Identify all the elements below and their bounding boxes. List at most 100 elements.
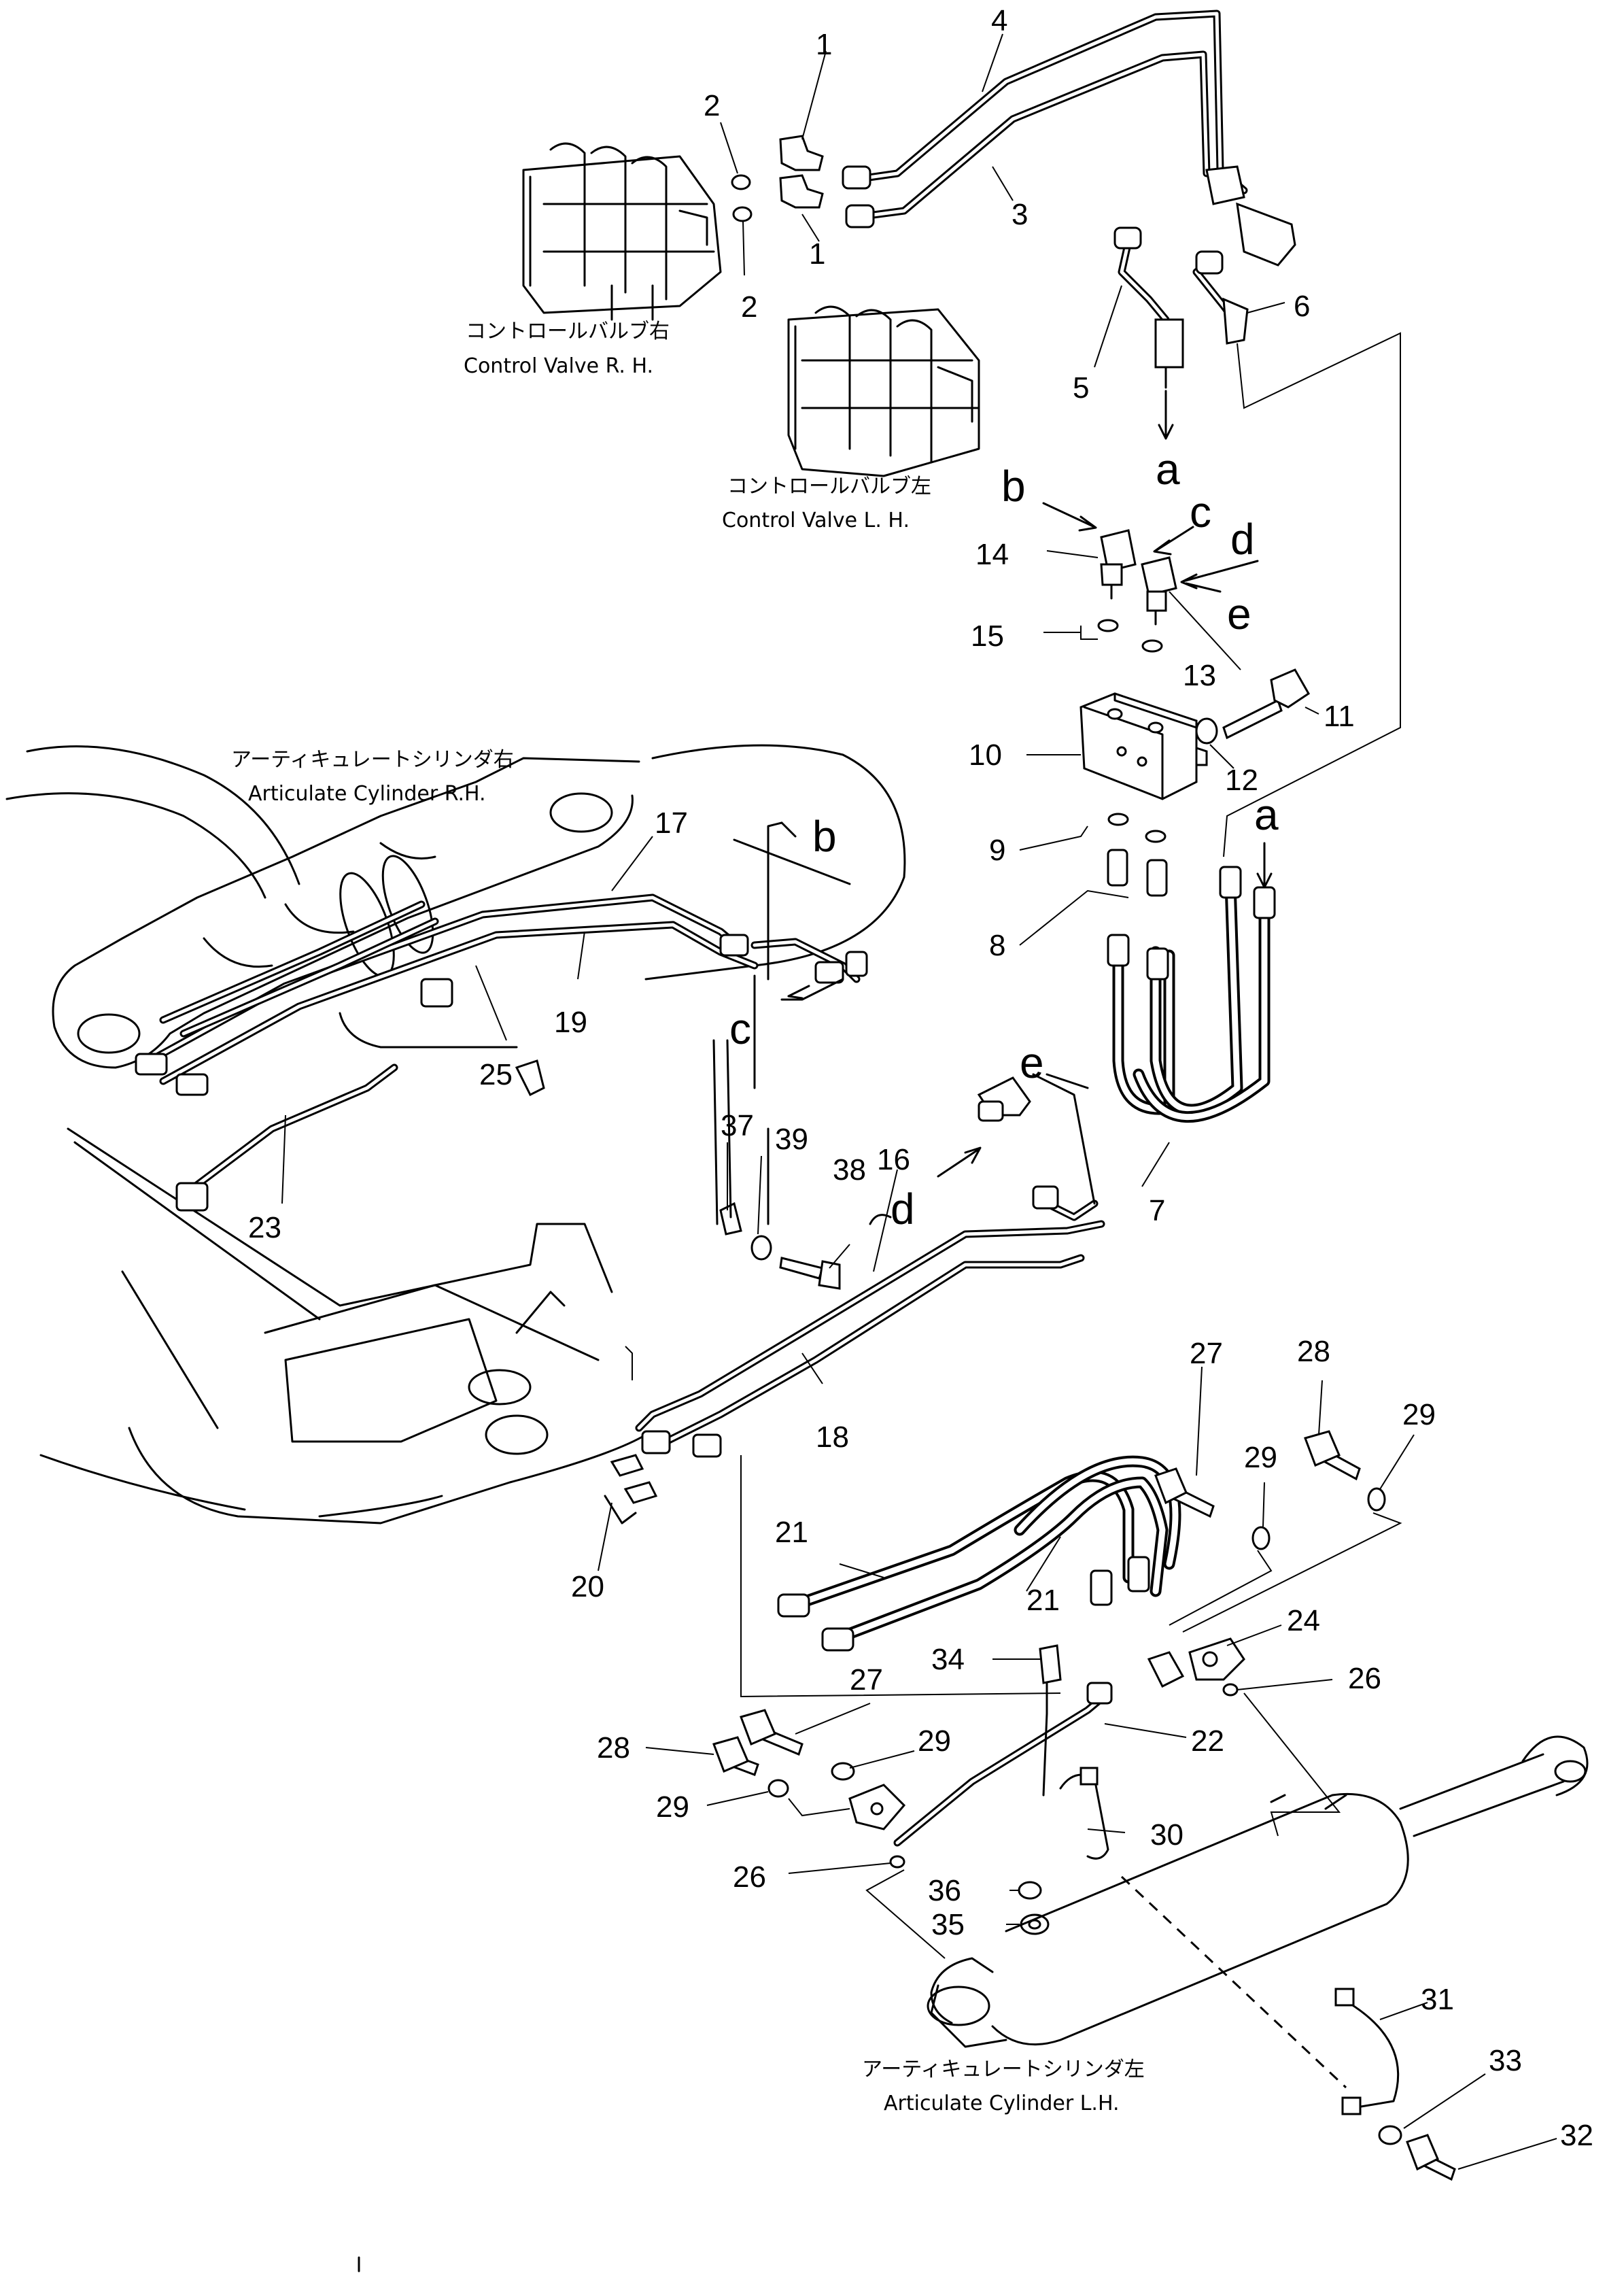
part-number: 33 xyxy=(1489,2044,1522,2077)
o-ring-26-right xyxy=(1222,1683,1239,1697)
part-number: 34 xyxy=(931,1643,965,1676)
connection-letter: a xyxy=(1254,790,1279,839)
leader-lines-29 xyxy=(1169,1512,1402,1633)
part-number: 36 xyxy=(928,1874,961,1907)
hose-7 xyxy=(1107,866,1276,1123)
part-number: 37 xyxy=(721,1109,754,1142)
elbow-14 xyxy=(1100,529,1137,600)
leader-line-26-right xyxy=(1243,1692,1341,1837)
washer-29-right-b xyxy=(1367,1487,1386,1512)
bolt-32 xyxy=(1406,2134,1456,2181)
caption-cv-rh-jp: コントロールバルブ右 xyxy=(466,320,670,343)
caption-cv-rh-en: Control Valve R. H. xyxy=(464,354,653,378)
part-number: 15 xyxy=(971,619,1004,653)
part-number: 21 xyxy=(1026,1584,1060,1617)
connector-20 xyxy=(604,1454,658,1525)
part-number: 2 xyxy=(704,89,720,122)
washer-33 xyxy=(1378,2125,1402,2145)
leader-line-29-left xyxy=(788,1798,850,1817)
connection-letter: d xyxy=(891,1185,915,1233)
articulate-cylinder-lh xyxy=(927,1735,1589,2089)
part-number: 21 xyxy=(775,1516,808,1549)
washer-12 xyxy=(1195,717,1218,745)
tube-5 xyxy=(1113,226,1184,389)
part-number: 27 xyxy=(850,1663,883,1697)
control-valve-lh xyxy=(787,305,980,477)
arrow-to-a xyxy=(1158,390,1174,440)
tube-3-4 xyxy=(842,10,1248,228)
part-number: 39 xyxy=(775,1123,808,1156)
connector-8 xyxy=(1107,849,1168,897)
part-number: 20 xyxy=(571,1570,604,1603)
connection-letter: e xyxy=(1227,590,1251,638)
o-ring-26-left xyxy=(889,1855,905,1869)
nut-35 xyxy=(1020,1913,1050,1935)
tube-22 xyxy=(893,1682,1113,1847)
hose-21 xyxy=(777,1455,1181,1652)
leader-frame-6 xyxy=(1223,332,1401,857)
part-number: 29 xyxy=(918,1724,951,1758)
part-number: 9 xyxy=(989,834,1005,867)
leader-line-26-left xyxy=(865,1869,946,1959)
part-number: 17 xyxy=(655,806,688,840)
tube-34 xyxy=(1039,1644,1062,1715)
part-number: 25 xyxy=(479,1058,513,1091)
part-number: 3 xyxy=(1012,198,1028,231)
connection-letter: d xyxy=(1230,515,1255,564)
part-number: 28 xyxy=(1297,1335,1330,1368)
tee-fitting xyxy=(1205,165,1296,267)
bolt-27-right xyxy=(1154,1467,1215,1518)
clip-30 xyxy=(1042,1712,1109,1860)
bolt-27-left xyxy=(740,1709,804,1756)
part-number: 19 xyxy=(554,1006,587,1039)
bolt-28-left xyxy=(712,1736,759,1776)
caption-ac-lh-en: Articulate Cylinder L.H. xyxy=(884,2092,1120,2115)
caption-ac-lh-jp: アーティキュレートシリンダ左 xyxy=(862,2058,1145,2081)
part-number: 6 xyxy=(1294,290,1310,323)
part-number: 13 xyxy=(1183,659,1216,692)
part-number: 35 xyxy=(931,1908,965,1941)
control-valve-rh xyxy=(522,142,722,321)
part-number: 16 xyxy=(877,1143,910,1176)
washer-29-right-a xyxy=(1251,1526,1271,1550)
part-number: 32 xyxy=(1560,2119,1593,2152)
o-ring-15 xyxy=(1097,619,1163,653)
part-number: 8 xyxy=(989,929,1005,962)
elbow-6 xyxy=(1192,250,1249,345)
part-number: 27 xyxy=(1190,1337,1223,1370)
connection-letter: b xyxy=(1001,462,1026,511)
flange-24 xyxy=(1147,1637,1245,1688)
part-number: 31 xyxy=(1421,1983,1454,2016)
part-number-labels: 1 1 2 2 3 4 5 6 7 8 9 10 11 12 13 14 15 … xyxy=(248,4,1593,2152)
washer-29-left-b xyxy=(767,1779,789,1798)
connection-letter-labels: a a b b c c d d e e xyxy=(729,445,1279,1233)
tube-23 xyxy=(175,1063,398,1212)
part-number: 4 xyxy=(991,4,1007,37)
part-number: 1 xyxy=(809,237,825,271)
part-number: 28 xyxy=(597,1731,630,1765)
elbow-fitting-1 xyxy=(779,135,824,209)
valve-block-10 xyxy=(1079,692,1208,800)
leader-frame-lower xyxy=(740,1455,1061,1698)
part-number: 26 xyxy=(733,1860,766,1894)
connection-letter: b xyxy=(812,812,837,861)
chassis-outline xyxy=(5,744,906,1525)
part-number: 11 xyxy=(1324,700,1355,733)
connection-letter: a xyxy=(1156,445,1180,494)
part-number: 18 xyxy=(816,1420,849,1454)
part-number: 38 xyxy=(833,1153,866,1187)
leader-lines xyxy=(281,33,1557,2170)
part-number: 23 xyxy=(248,1211,281,1244)
articulate-cylinder-rh xyxy=(52,757,640,1069)
washer-39 xyxy=(750,1235,772,1261)
connection-letter: c xyxy=(729,1004,751,1053)
bolt-38 xyxy=(779,1257,841,1290)
o-ring-9 xyxy=(1107,813,1167,843)
leader-frame-lower-2 xyxy=(625,1346,633,1380)
connection-letter: c xyxy=(1190,488,1211,537)
caption-ac-rh-en: Articulate Cylinder R.H. xyxy=(248,782,486,806)
part-number: 26 xyxy=(1348,1662,1381,1695)
part-number: 30 xyxy=(1150,1818,1184,1852)
part-number: 24 xyxy=(1287,1604,1320,1637)
